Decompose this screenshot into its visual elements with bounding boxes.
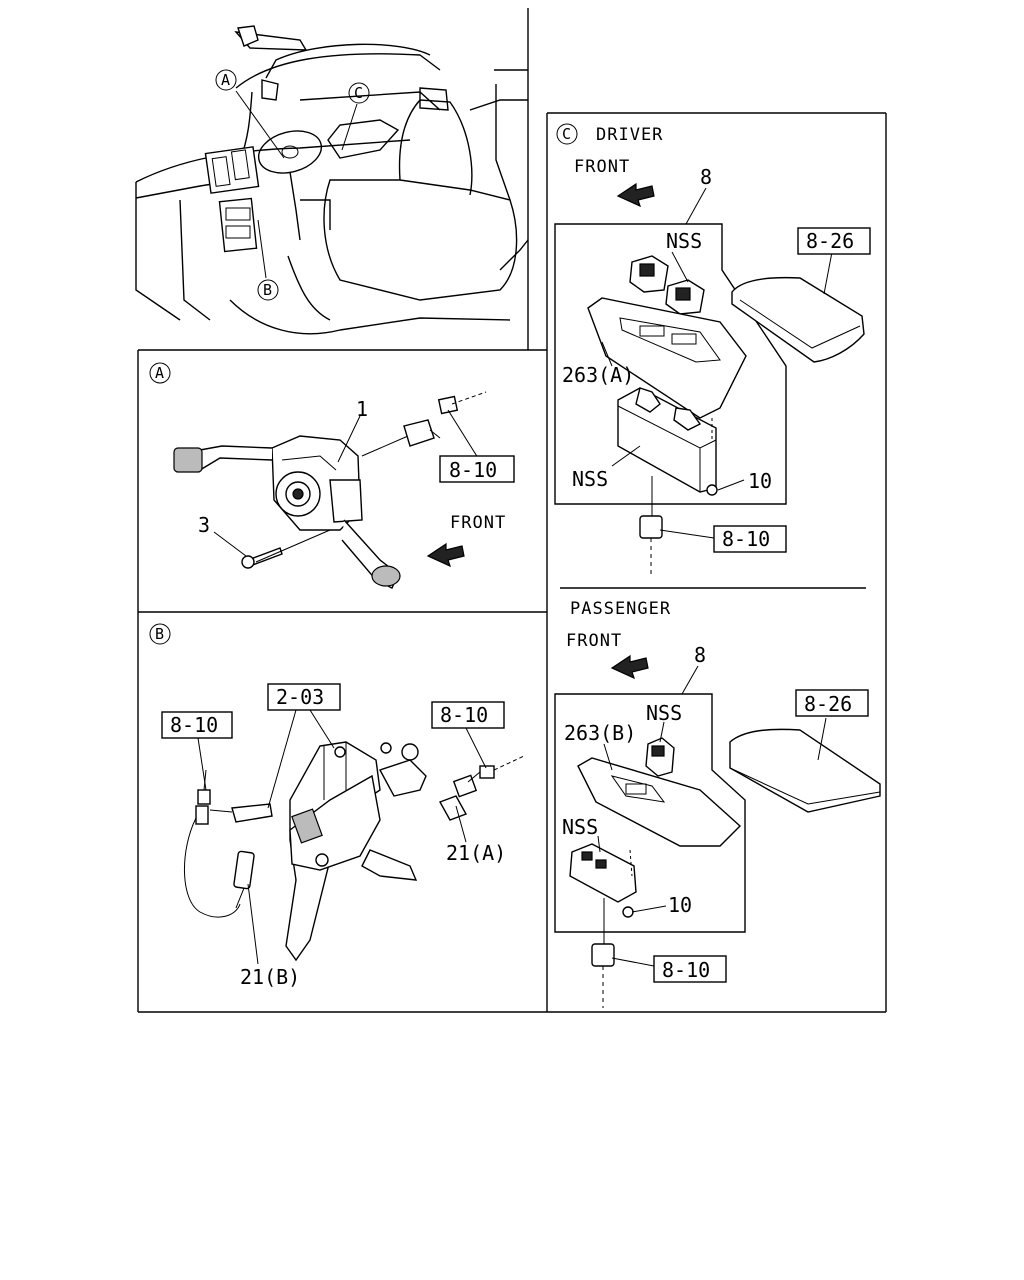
passenger-ref-8-10: 8-10: [662, 958, 710, 982]
driver-ref-8-26: 8-26: [806, 229, 854, 253]
part-21b-label: 21(B): [240, 965, 300, 989]
panel-frames: [137, 112, 887, 1013]
callout-b-label: B: [263, 281, 272, 299]
panel-c-passenger: [554, 654, 881, 1008]
passenger-front-label: FRONT: [566, 631, 622, 651]
part-21a-label: 21(A): [446, 841, 506, 865]
cab-overview-illustration: [135, 8, 529, 350]
callout-a-label: A: [221, 71, 230, 89]
passenger-part-10: 10: [668, 893, 692, 917]
driver-part-8: 8: [700, 165, 712, 189]
passenger-part-263b: 263(B): [564, 721, 636, 745]
panel-a-badge-circle: [149, 362, 171, 384]
panel-b-ref-8-10-left: 8-10: [170, 713, 218, 737]
driver-part-263a: 263(A): [562, 363, 634, 387]
passenger-ref-8-26: 8-26: [804, 692, 852, 716]
panel-c-badge: C: [562, 125, 571, 143]
passenger-nss-bottom: NSS: [562, 815, 598, 839]
part-3-label: 3: [198, 513, 210, 537]
driver-part-10: 10: [748, 469, 772, 493]
part-1-label: 1: [356, 397, 368, 421]
panel-a: [149, 362, 515, 589]
callout-c-label: C: [354, 84, 363, 102]
panel-a-badge: A: [155, 364, 164, 382]
panel-b-ref-2-03: 2-03: [276, 685, 324, 709]
panel-a-ref-8-10: 8-10: [449, 458, 497, 482]
panel-a-front-label: FRONT: [450, 513, 506, 533]
passenger-title: PASSENGER: [570, 599, 671, 619]
passenger-part-8: 8: [694, 643, 706, 667]
driver-title: DRIVER: [596, 125, 663, 145]
passenger-nss-top: NSS: [646, 701, 682, 725]
driver-front-label: FRONT: [574, 157, 630, 177]
panel-b: [149, 623, 525, 965]
driver-nss-top: NSS: [666, 229, 702, 253]
driver-nss-bottom: NSS: [572, 467, 608, 491]
panel-c-driver: [554, 123, 871, 578]
driver-ref-8-10: 8-10: [722, 527, 770, 551]
panel-b-badge: B: [155, 625, 164, 643]
panel-b-ref-8-10-right: 8-10: [440, 703, 488, 727]
